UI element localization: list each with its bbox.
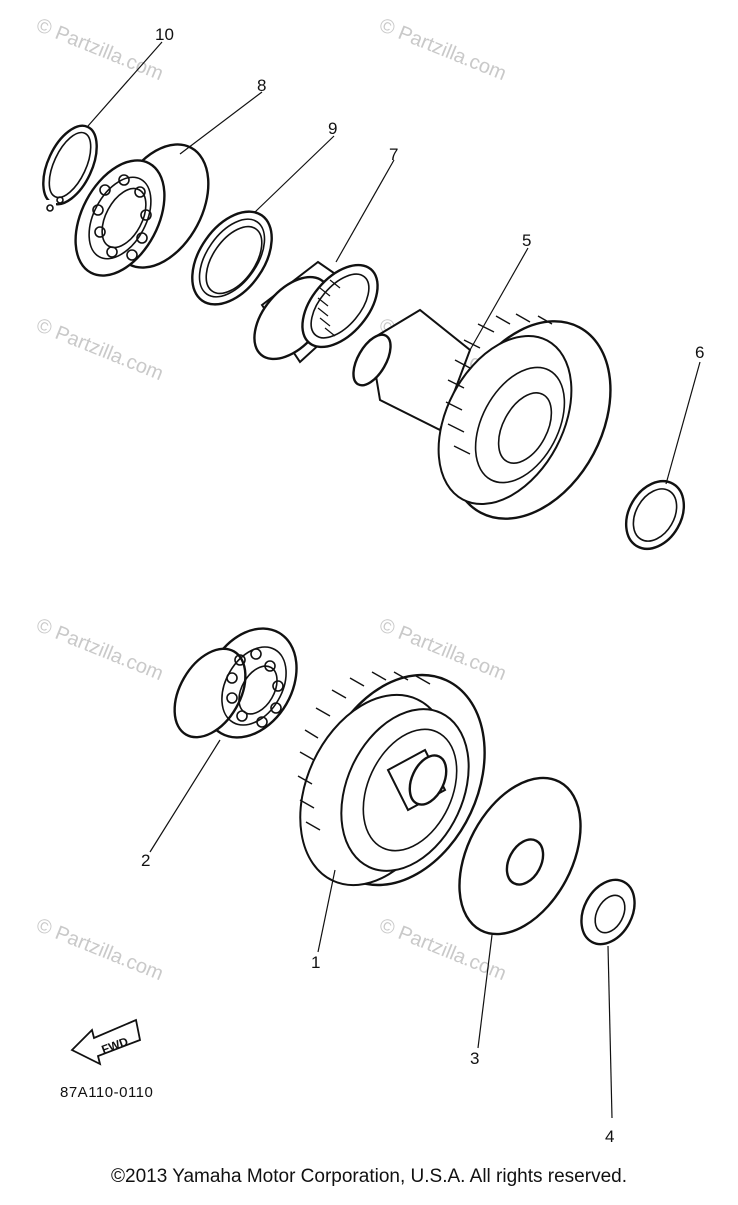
copyright-notice: ©2013 Yamaha Motor Corporation, U.S.A. A… [111,1166,627,1187]
callout-4[interactable]: 4 [605,1127,614,1146]
part-10-circlip[interactable] [32,118,107,213]
watermark: © Partzilla.com [33,614,166,685]
diagram-code: 87A110-0110 [60,1084,153,1101]
callout-8[interactable]: 8 [257,76,266,95]
callout-3[interactable]: 3 [470,1049,479,1068]
callouts: 10 8 9 7 5 6 2 1 3 4 [141,25,704,1146]
leader-lines [87,41,701,1119]
watermark: © Partzilla.com [376,614,509,685]
fwd-arrow-icon: FWD [70,1018,142,1066]
callout-6[interactable]: 6 [695,343,704,362]
part-6-collar[interactable] [614,471,695,559]
watermark: © Partzilla.com [33,14,166,85]
part-8-bearing[interactable] [57,128,228,291]
callout-1[interactable]: 1 [311,953,320,972]
part-3-thrust-washer[interactable] [435,757,606,954]
watermark: © Partzilla.com [33,314,166,385]
part-5-gear-shaft[interactable] [346,293,643,546]
callout-7[interactable]: 7 [389,145,398,164]
callout-2[interactable]: 2 [141,851,150,870]
callout-10[interactable]: 10 [155,25,174,44]
part-2-bearing[interactable] [160,612,315,754]
callout-9[interactable]: 9 [328,119,337,138]
watermark: © Partzilla.com [33,914,166,985]
part-7-needle-bearing[interactable] [240,251,393,373]
part-1-gear[interactable] [271,647,517,912]
part-9-oil-seal[interactable] [176,197,288,319]
callout-5[interactable]: 5 [522,231,531,250]
part-4-washer[interactable] [571,871,645,954]
watermark: © Partzilla.com [376,14,509,85]
